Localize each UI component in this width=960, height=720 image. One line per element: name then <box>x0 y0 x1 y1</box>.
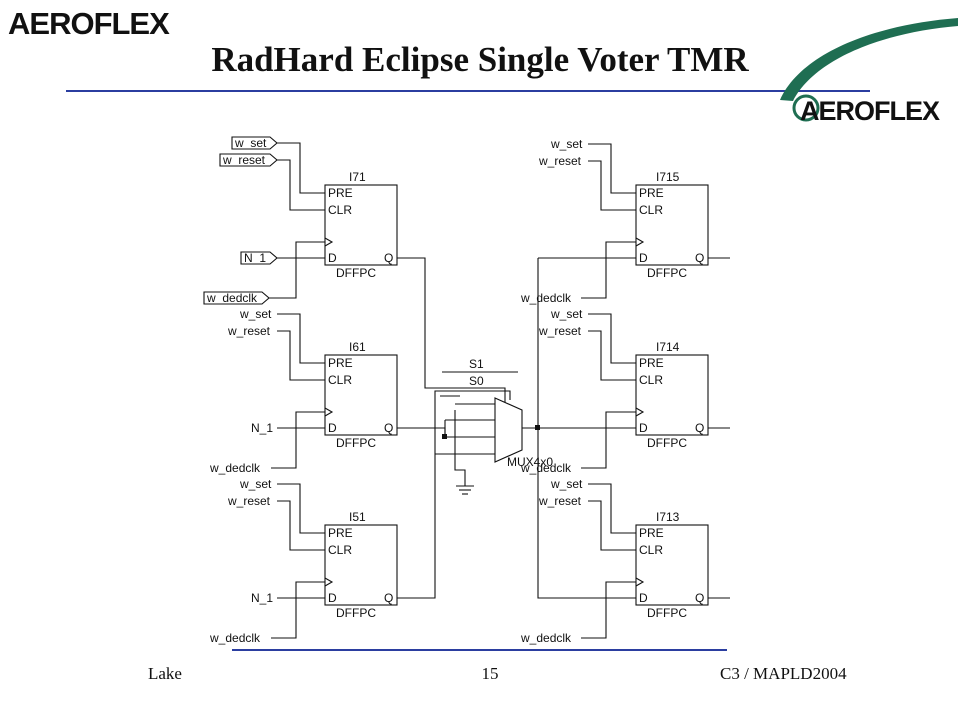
pin-clr: CLR <box>639 543 663 557</box>
net-label: w_reset <box>538 494 582 508</box>
pin-clr: CLR <box>328 543 352 557</box>
instance-name: I61 <box>349 340 366 354</box>
net-label: w_dedclk <box>209 461 261 475</box>
pin-q: Q <box>384 591 393 605</box>
pin-pre: PRE <box>328 186 353 200</box>
pin-q: Q <box>384 421 393 435</box>
pin-q: Q <box>695 591 704 605</box>
mux-s0-label: S0 <box>469 374 484 388</box>
net-label: w_dedclk <box>206 291 258 305</box>
mux-name: MUX4x0 <box>507 455 553 469</box>
cell-name: DFFPC <box>647 606 687 620</box>
flipflop-i713: w_set w_reset w_dedclk I713 PRE CLR D Q … <box>520 477 730 645</box>
flipflop-box <box>635 354 709 436</box>
mux-voter: S1 S0 MUX4x0 <box>397 257 636 599</box>
port-n1 <box>240 251 278 265</box>
pin-clr: CLR <box>639 373 663 387</box>
aeroflex-logo-top-left: AEROFLEX <box>8 6 170 41</box>
flipflop-i71: w_set w_reset N_1 w_dedclk I71 PRE CLR D… <box>203 136 398 305</box>
pin-q: Q <box>384 251 393 265</box>
flipflop-i61: w_set w_reset N_1 w_dedclk I61 PRE CLR D… <box>209 307 398 475</box>
pin-d: D <box>328 591 337 605</box>
footer-conference: C3 / MAPLD2004 <box>720 664 847 683</box>
pin-pre: PRE <box>639 186 664 200</box>
net-label: w_reset <box>222 153 266 167</box>
footer-author: Lake <box>148 664 182 683</box>
cell-name: DFFPC <box>336 266 376 280</box>
flipflop-i715: w_set w_reset w_dedclk I715 PRE CLR D Q … <box>520 137 730 305</box>
net-label: w_set <box>239 307 272 321</box>
net-label: w_dedclk <box>520 631 572 645</box>
net-label: N_1 <box>244 251 266 265</box>
flipflop-box <box>635 184 709 266</box>
net-label: w_dedclk <box>520 461 572 475</box>
pin-d: D <box>639 251 648 265</box>
pin-pre: PRE <box>639 356 664 370</box>
pin-pre: PRE <box>328 526 353 540</box>
slide-title: RadHard Eclipse Single Voter TMR <box>211 40 749 79</box>
net-label: w_set <box>550 137 583 151</box>
cell-name: DFFPC <box>647 436 687 450</box>
net-label: w_reset <box>538 154 582 168</box>
net-label: N_1 <box>251 421 273 435</box>
instance-name: I51 <box>349 510 366 524</box>
net-label: N_1 <box>251 591 273 605</box>
aeroflex-logo-right-text: AEROFLEX <box>800 96 940 126</box>
footer-page-number: 15 <box>481 664 499 683</box>
pin-q: Q <box>695 421 704 435</box>
net-label: w_set <box>550 307 583 321</box>
pin-clr: CLR <box>328 373 352 387</box>
pin-d: D <box>328 251 337 265</box>
flipflop-box <box>324 524 398 606</box>
port-w-dedclk <box>203 291 270 305</box>
instance-name: I714 <box>656 340 680 354</box>
port-w-set <box>231 136 278 150</box>
flipflop-i714: w_set w_reset w_dedclk I714 PRE CLR D Q … <box>520 307 730 475</box>
instance-name: I71 <box>349 170 366 184</box>
flipflop-box <box>635 524 709 606</box>
pin-pre: PRE <box>639 526 664 540</box>
port-w-reset <box>219 153 278 167</box>
net-label: w_set <box>550 477 583 491</box>
mux-body <box>494 397 523 463</box>
net-label: w_reset <box>538 324 582 338</box>
pin-d: D <box>328 421 337 435</box>
aeroflex-logo-right: AEROFLEX <box>792 94 941 126</box>
net-label: w_reset <box>227 494 271 508</box>
pin-clr: CLR <box>328 203 352 217</box>
flipflop-box <box>324 354 398 436</box>
instance-name: I713 <box>656 510 680 524</box>
cell-name: DFFPC <box>647 266 687 280</box>
net-label: w_reset <box>227 324 271 338</box>
net-label: w_set <box>234 136 267 150</box>
flipflop-box <box>324 184 398 266</box>
cell-name: DFFPC <box>336 606 376 620</box>
flipflop-i51: w_set w_reset N_1 w_dedclk I51 PRE CLR D… <box>209 477 398 645</box>
net-label: w_dedclk <box>209 631 261 645</box>
pin-q: Q <box>695 251 704 265</box>
pin-d: D <box>639 421 648 435</box>
net-label: w_set <box>239 477 272 491</box>
instance-name: I715 <box>656 170 680 184</box>
net-label: w_dedclk <box>520 291 572 305</box>
pin-pre: PRE <box>328 356 353 370</box>
pin-d: D <box>639 591 648 605</box>
cell-name: DFFPC <box>336 436 376 450</box>
pin-clr: CLR <box>639 203 663 217</box>
green-swoosh <box>780 18 958 101</box>
mux-s1-label: S1 <box>469 357 484 371</box>
